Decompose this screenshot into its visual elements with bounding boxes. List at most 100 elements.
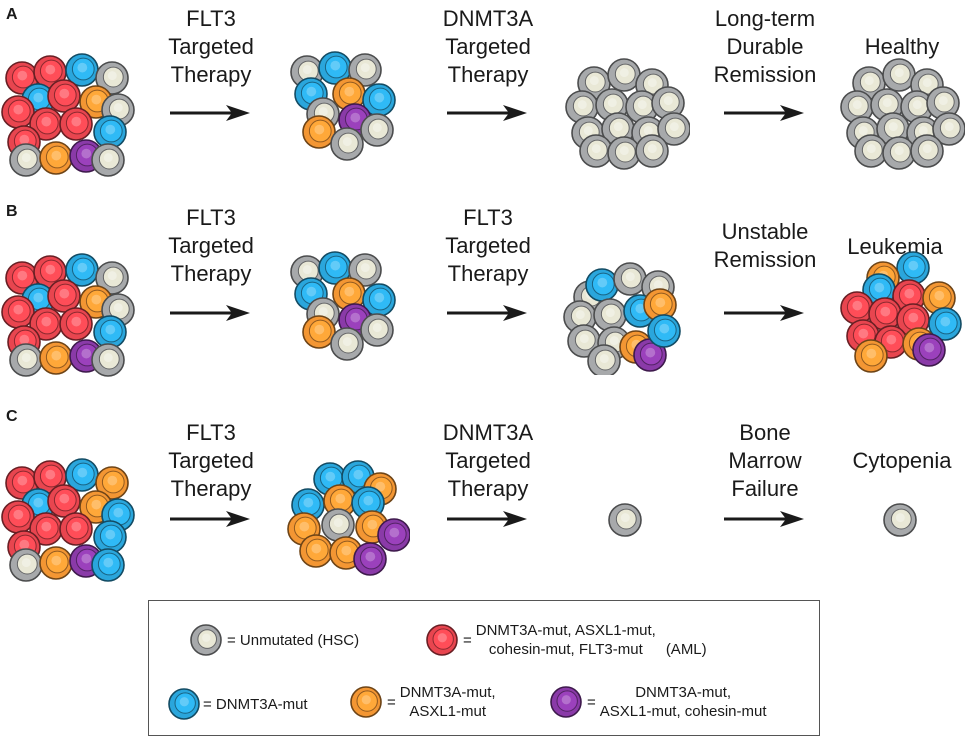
row-c-arrow-2 (447, 511, 527, 527)
blue-cell (93, 520, 127, 554)
blue-cell (351, 486, 385, 520)
gray-cell (607, 58, 641, 92)
orange-cell (302, 115, 336, 149)
gray-cell (579, 134, 613, 168)
row-c-arrow-3 (724, 511, 804, 527)
row-c-outcome-label: Cytopenia (852, 448, 952, 473)
red-cell (47, 484, 81, 518)
red-cell (59, 307, 93, 341)
red-cell (1, 95, 35, 129)
orange-cell (643, 288, 677, 322)
blue-cell (93, 115, 127, 149)
purple-cell (353, 542, 387, 576)
row-b-letter: B (6, 203, 18, 220)
gray-cell (608, 503, 642, 537)
row-c-cluster-1 (1, 458, 135, 582)
orange-cell (323, 484, 357, 518)
gray-cell (9, 343, 43, 377)
red-cell (1, 500, 35, 534)
legend-dnmt3a-asxl1: = DNMT3A-mut, ASXL1-mut (349, 683, 496, 721)
row-b-cluster-1 (1, 253, 135, 377)
row-a-arrow-1 (170, 105, 250, 121)
blue-cell (647, 314, 681, 348)
orange-cell (39, 546, 73, 580)
gray-cell (651, 86, 685, 120)
gray-cell (360, 113, 394, 147)
gray-cell (360, 313, 394, 347)
row-b-arrow-1 (170, 305, 250, 321)
orange-cell (39, 341, 73, 375)
gray-cell (330, 327, 364, 361)
row-a-arrow-2 (447, 105, 527, 121)
row-c-step-2-label: DNMT3A Targeted Therapy (442, 420, 534, 501)
blue-cell-icon (168, 688, 200, 720)
red-cell (840, 291, 874, 325)
gray-cell (882, 58, 916, 92)
red-cell (1, 295, 35, 329)
blue-cell (362, 83, 396, 117)
blue-cell (313, 462, 347, 496)
gray-cell (91, 143, 125, 177)
row-c-cluster-3 (608, 503, 642, 537)
blue-cell (65, 253, 99, 287)
blue-cell (93, 315, 127, 349)
row-c-letter: C (6, 408, 18, 425)
legend-dnmt3a-asxl1-equals: = (387, 693, 396, 711)
gray-cell (9, 548, 43, 582)
legend-unmutated-label: = Unmutated (HSC) (227, 631, 360, 649)
row-a-cluster-2 (290, 51, 396, 161)
legend-box: = Unmutated (HSC) = DNMT3A-mut, ASXL1-mu… (148, 600, 820, 736)
row-a-cluster-3 (565, 58, 690, 170)
row-a-arrow-3 (724, 105, 804, 121)
gray-cell (565, 90, 599, 124)
gray-cell (882, 136, 916, 170)
row-b-cluster-4 (840, 251, 962, 373)
legend-aml-equals: = (463, 631, 472, 649)
orange-cell (350, 686, 382, 718)
gray-cell (348, 53, 382, 87)
orange-cell (95, 466, 129, 500)
purple-cell (377, 518, 410, 552)
orange-cell-icon (350, 686, 382, 718)
row-b-step-2-label: FLT3 Targeted Therapy (445, 205, 531, 286)
orange-cell (299, 534, 333, 568)
row-a-step-3-label: Long-term Durable Remission (713, 6, 817, 87)
legend-dnmt3a: = DNMT3A-mut (167, 687, 308, 721)
row-a-step-2-label: DNMT3A Targeted Therapy (442, 6, 534, 87)
red-cell (59, 512, 93, 546)
purple-cell-icon (550, 686, 582, 718)
gray-cell-icon (190, 624, 222, 656)
gray-cell (348, 253, 382, 287)
gray-cell (9, 143, 43, 177)
legend-aml: = DNMT3A-mut, ASXL1-mut, cohesin-mut, FL… (425, 621, 707, 659)
blue-cell (928, 307, 962, 341)
gray-cell (321, 508, 355, 542)
row-b-step-1-label: FLT3 Targeted Therapy (168, 205, 254, 286)
orange-cell (922, 281, 956, 315)
legend-aml-label: DNMT3A-mut, ASXL1-mut, cohesin-mut, FLT3… (475, 622, 656, 658)
row-b-arrow-3 (724, 305, 804, 321)
legend-dnmt3a-label: = DNMT3A-mut (203, 695, 308, 713)
row-c-cluster-4 (883, 503, 917, 537)
gray-cell (657, 112, 690, 146)
row-a-cluster-1 (1, 53, 135, 177)
red-cell-icon (426, 624, 458, 656)
row-a-step-1-label: FLT3 Targeted Therapy (168, 6, 254, 87)
gray-cell (883, 503, 917, 537)
gray-cell (613, 262, 647, 296)
row-c-step-3-label: Bone Marrow Failure (728, 420, 802, 501)
gray-cell (854, 134, 888, 168)
gray-cell (95, 261, 129, 295)
legend-unmutated: = Unmutated (HSC) (189, 623, 359, 657)
red-cell (426, 624, 458, 656)
red-cell (47, 279, 81, 313)
blue-cell (168, 688, 200, 720)
blue-cell (91, 548, 125, 582)
red-cell (33, 460, 67, 494)
blue-cell (362, 283, 396, 317)
gray-cell (593, 298, 627, 332)
orange-cell (854, 339, 888, 373)
red-cell (29, 512, 63, 546)
row-c-arrow-1 (170, 511, 250, 527)
row-a-cluster-4 (840, 58, 965, 170)
